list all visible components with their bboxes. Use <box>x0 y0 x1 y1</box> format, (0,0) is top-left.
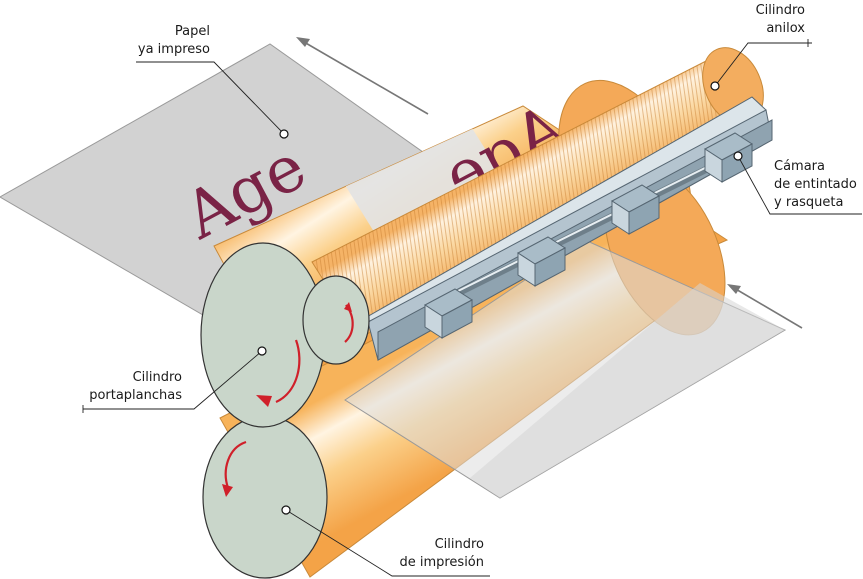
impression-cylinder-pointer <box>281 505 291 515</box>
svg-text:Cámara: Cámara <box>774 159 825 174</box>
doctor-blade-chamber <box>364 96 773 361</box>
anilox-grooves <box>312 61 760 338</box>
svg-text:Cilindro: Cilindro <box>435 537 484 552</box>
anilox-pointer <box>710 81 720 91</box>
anilox-leader <box>714 42 812 87</box>
label-impression-cylinder: Cilindro de impresión <box>399 537 484 570</box>
svg-text:Cilindro: Cilindro <box>133 370 182 385</box>
printed-paper-leader <box>136 61 285 135</box>
paper-web-edge <box>470 283 785 498</box>
svg-text:ya impreso: ya impreso <box>138 42 210 57</box>
plate-cylinder-pointer <box>257 346 267 356</box>
label-doctor-chamber: Cámara de entintado y rasqueta <box>774 159 857 210</box>
svg-text:de entintado: de entintado <box>774 177 857 192</box>
label-plate-cylinder: Cilindro portaplanchas <box>89 370 182 403</box>
chamber-leader <box>737 155 862 215</box>
svg-text:Cilindro: Cilindro <box>756 3 805 18</box>
paper-entry-direction-arrow <box>727 284 803 329</box>
chamber-pointer <box>733 151 743 161</box>
impression-rotation-arrow <box>224 440 247 489</box>
svg-text:y rasqueta: y rasqueta <box>774 195 843 210</box>
svg-text:de impresión: de impresión <box>399 555 484 570</box>
plate-cylinder-leader <box>83 350 263 410</box>
plate-rotation-arrow <box>275 339 301 404</box>
anilox-rotation-arrowhead <box>344 302 352 312</box>
svg-text:anilox: anilox <box>766 21 805 36</box>
paper-exit-direction-arrow <box>296 37 429 115</box>
impression-cylinder-end-face <box>202 415 328 579</box>
svg-text:portaplanchas: portaplanchas <box>89 388 182 403</box>
impression-cylinder-leader <box>285 509 490 577</box>
label-anilox: Cilindro anilox <box>756 3 806 36</box>
printed-paper-pointer <box>279 129 289 139</box>
anilox-cylinder-end-face <box>302 275 370 365</box>
impression-rotation-arrowhead <box>222 484 233 497</box>
svg-text:Papel: Papel <box>175 24 210 39</box>
plate-rotation-arrowhead <box>256 395 272 407</box>
label-printed-paper: Papel ya impreso <box>138 24 210 57</box>
